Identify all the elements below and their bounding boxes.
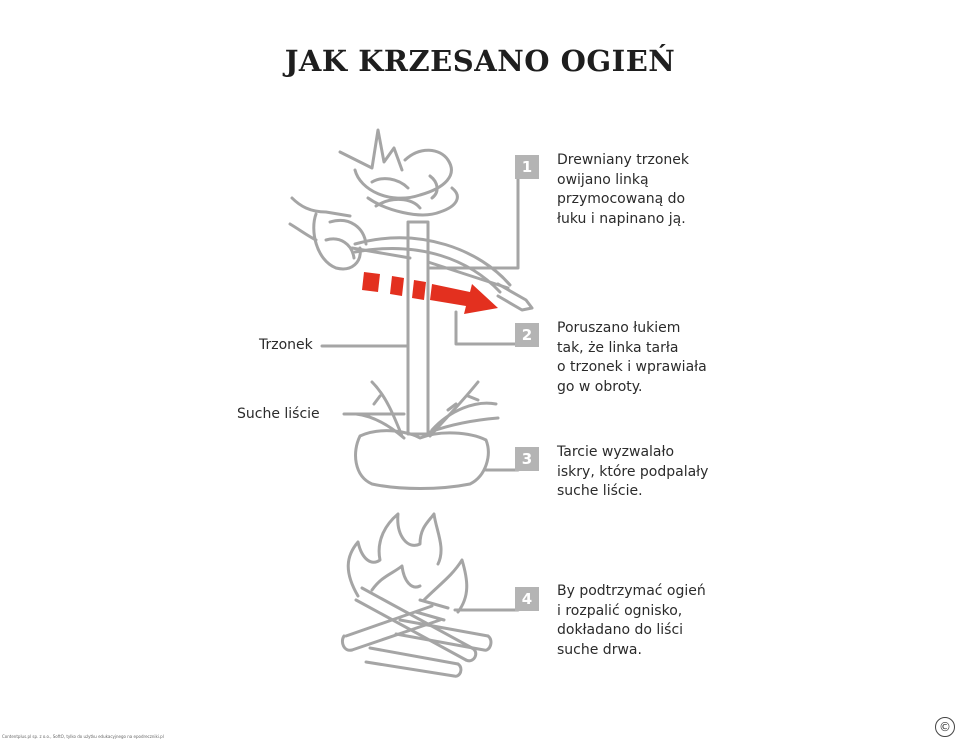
step-text-4: By podtrzymać ogień i rozpalić ognisko, … xyxy=(557,583,706,658)
bow-hand-illustration xyxy=(288,196,368,271)
connector-step-3 xyxy=(484,456,520,472)
step-badge-3: 3 xyxy=(515,447,539,471)
label-trzonek: Trzonek xyxy=(259,337,313,353)
connector-step-1 xyxy=(428,164,520,270)
top-hand-illustration xyxy=(338,128,459,217)
copyright-icon: © xyxy=(935,717,955,737)
label-suche-liscie: Suche liście xyxy=(237,406,320,422)
step-text-1: Drewniany trzonek owijano linką przymoco… xyxy=(557,152,689,227)
step-badge-1: 1 xyxy=(515,155,539,179)
bow-drawing xyxy=(353,236,512,287)
connector-step-2 xyxy=(454,310,520,346)
stone-drawing xyxy=(354,429,490,490)
credit-text: Contentplus.pl sp. z o.o., SoftO, tylko … xyxy=(2,734,164,739)
campfire-flames-drawing xyxy=(346,512,469,614)
step-badge-2: 2 xyxy=(515,323,539,347)
diagram-title: JAK KRZESANO OGIEŃ xyxy=(284,44,676,78)
motion-arrow xyxy=(362,272,498,314)
spindle-drawing xyxy=(406,220,430,436)
firewood-logs-drawing xyxy=(340,586,493,678)
step-text-3: Tarcie wyzwalało iskry, które podpalały … xyxy=(557,444,709,499)
step-text-2: Poruszano łukiem tak, że linka tarła o t… xyxy=(557,320,707,395)
step-badge-4: 4 xyxy=(515,587,539,611)
